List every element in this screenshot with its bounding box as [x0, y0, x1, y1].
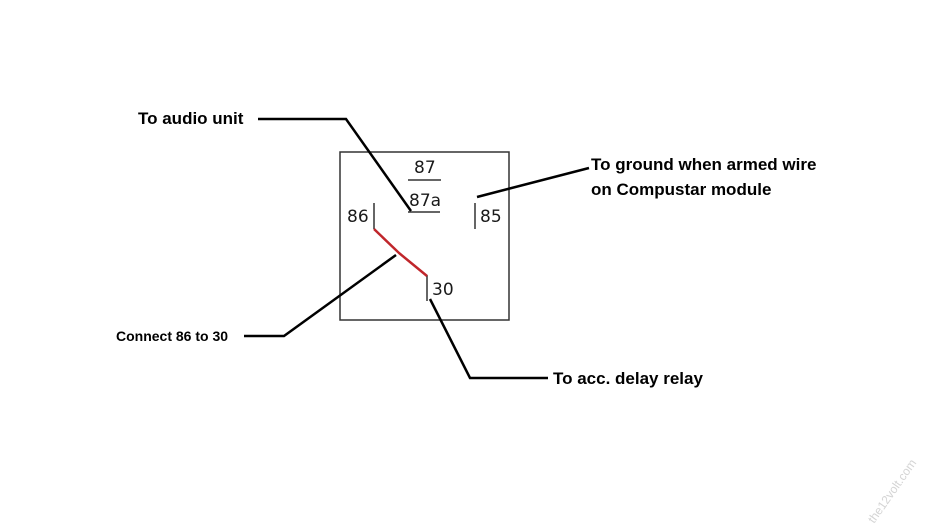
wire-ground-armed	[476, 166, 590, 199]
pin-85-label: 85	[480, 207, 502, 227]
pin-87a-label: 87a	[409, 191, 441, 211]
watermark: the12volt.com	[865, 456, 919, 525]
relay-body	[339, 151, 510, 321]
callout-ground-line2: on Compustar module	[591, 180, 771, 199]
callout-audio-unit: To audio unit	[138, 109, 244, 128]
wire-audio-unit	[258, 117, 413, 212]
jumper-wire-86-30	[373, 228, 428, 277]
callout-acc-delay: To acc. delay relay	[553, 369, 703, 388]
pin-86-label: 86	[347, 207, 369, 227]
wire-connect-86-30	[244, 253, 397, 338]
pin-30-label: 30	[432, 280, 454, 300]
callout-ground-line1: To ground when armed wire	[591, 155, 816, 174]
callout-connect-86-30: Connect 86 to 30	[116, 328, 228, 344]
wire-acc-delay	[428, 298, 548, 380]
pin-87-label: 87	[414, 158, 436, 178]
